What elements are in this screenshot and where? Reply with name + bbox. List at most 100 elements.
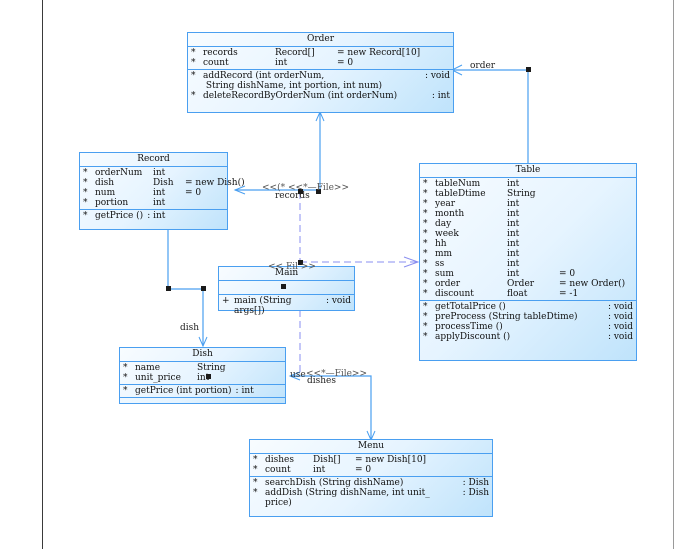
operation-row[interactable]: *processTime (): void bbox=[423, 322, 633, 332]
operation-row[interactable]: *getTotalPrice (): void bbox=[423, 302, 633, 312]
attribute-name: dish bbox=[95, 178, 115, 188]
attribute-name: count bbox=[265, 465, 291, 475]
operation-row[interactable]: *preProcess (String tableDtime): void bbox=[423, 312, 633, 322]
operations-section: *getPrice (int portion): int bbox=[120, 385, 285, 398]
attribute-default: = 0 bbox=[185, 188, 202, 198]
attribute-type: int bbox=[507, 199, 520, 209]
operation-row[interactable]: *getPrice (int portion): int bbox=[123, 386, 282, 396]
link-handle[interactable] bbox=[526, 67, 531, 72]
attribute-type: String bbox=[197, 363, 226, 373]
attribute-name: hh bbox=[435, 239, 447, 249]
operation-row[interactable]: *deleteRecordByOrderNum (int orderNum): … bbox=[191, 91, 450, 101]
operation-row[interactable]: *getPrice (): int bbox=[83, 211, 224, 221]
link-handle[interactable] bbox=[281, 284, 286, 289]
class-main[interactable]: Main +main (String args[]): void bbox=[218, 266, 355, 316]
attribute-type: String bbox=[507, 189, 536, 199]
arrowhead-dish bbox=[198, 336, 208, 348]
attribute-type: float bbox=[507, 289, 528, 299]
operation-row[interactable]: +main (String args[]): void bbox=[222, 296, 351, 316]
label-dishes-association[interactable]: dishes bbox=[307, 376, 336, 386]
link-handle[interactable] bbox=[206, 374, 211, 379]
attribute-name: order bbox=[435, 279, 461, 289]
operation-signature: getPrice (int portion) bbox=[135, 386, 232, 396]
attribute-name: records bbox=[203, 48, 238, 58]
canvas-left-border bbox=[42, 0, 43, 549]
label-records-stereotype-prefix: <<(* bbox=[262, 183, 286, 193]
link-handle[interactable] bbox=[201, 286, 206, 291]
label-records-association[interactable]: records bbox=[275, 191, 310, 201]
canvas-right-border bbox=[673, 0, 674, 549]
visibility: * bbox=[423, 239, 428, 249]
attribute-default: = new Record[10] bbox=[337, 48, 421, 58]
attribute-default: = new Order() bbox=[559, 279, 626, 289]
attribute-type: int bbox=[275, 58, 288, 68]
visibility: * bbox=[191, 71, 196, 81]
operation-row[interactable]: *addRecord (int orderNum, String dishNam… bbox=[191, 71, 450, 91]
operation-signature: getTotalPrice () bbox=[435, 302, 506, 312]
link-handle[interactable] bbox=[298, 260, 303, 265]
link-handle[interactable] bbox=[166, 286, 171, 291]
class-title: Order bbox=[188, 33, 453, 47]
operation-signature: searchDish (String dishName) bbox=[265, 478, 404, 488]
arrowhead-table-dashed bbox=[403, 256, 420, 268]
visibility: * bbox=[191, 58, 196, 68]
attribute-type: int bbox=[507, 229, 520, 239]
label-records-stereotype: <<*—File>> bbox=[288, 183, 349, 193]
visibility: * bbox=[253, 478, 258, 488]
operations-section: *searchDish (String dishName): Dish *add… bbox=[250, 477, 492, 509]
operation-return: : void bbox=[607, 332, 633, 342]
attribute-name: unit_price bbox=[135, 373, 181, 383]
operation-row[interactable]: *applyDiscount (): void bbox=[423, 332, 633, 342]
attribute-name: dishes bbox=[265, 455, 294, 465]
operation-return: : int bbox=[147, 211, 166, 221]
label-order-association[interactable]: order bbox=[470, 61, 496, 71]
link-handle[interactable] bbox=[316, 189, 321, 194]
operation-return: : void bbox=[607, 312, 633, 322]
visibility: * bbox=[83, 198, 88, 208]
attribute-name: tableNum bbox=[435, 179, 481, 189]
attribute-type: Order bbox=[507, 279, 535, 289]
attribute-type: int bbox=[153, 168, 166, 178]
label-dish-association[interactable]: dish bbox=[180, 323, 200, 333]
attribute-name: num bbox=[95, 188, 116, 198]
operation-return: : void bbox=[325, 296, 351, 306]
operation-row[interactable]: *searchDish (String dishName): Dish bbox=[253, 478, 489, 488]
attributes-section bbox=[219, 281, 354, 295]
visibility: * bbox=[253, 465, 258, 475]
visibility: * bbox=[191, 91, 196, 101]
operation-row[interactable]: *addDish (String dishName, int unit_ pri… bbox=[253, 488, 489, 508]
link-handle[interactable] bbox=[298, 189, 303, 194]
link-menu-dish bbox=[290, 375, 372, 440]
visibility: * bbox=[123, 363, 128, 373]
